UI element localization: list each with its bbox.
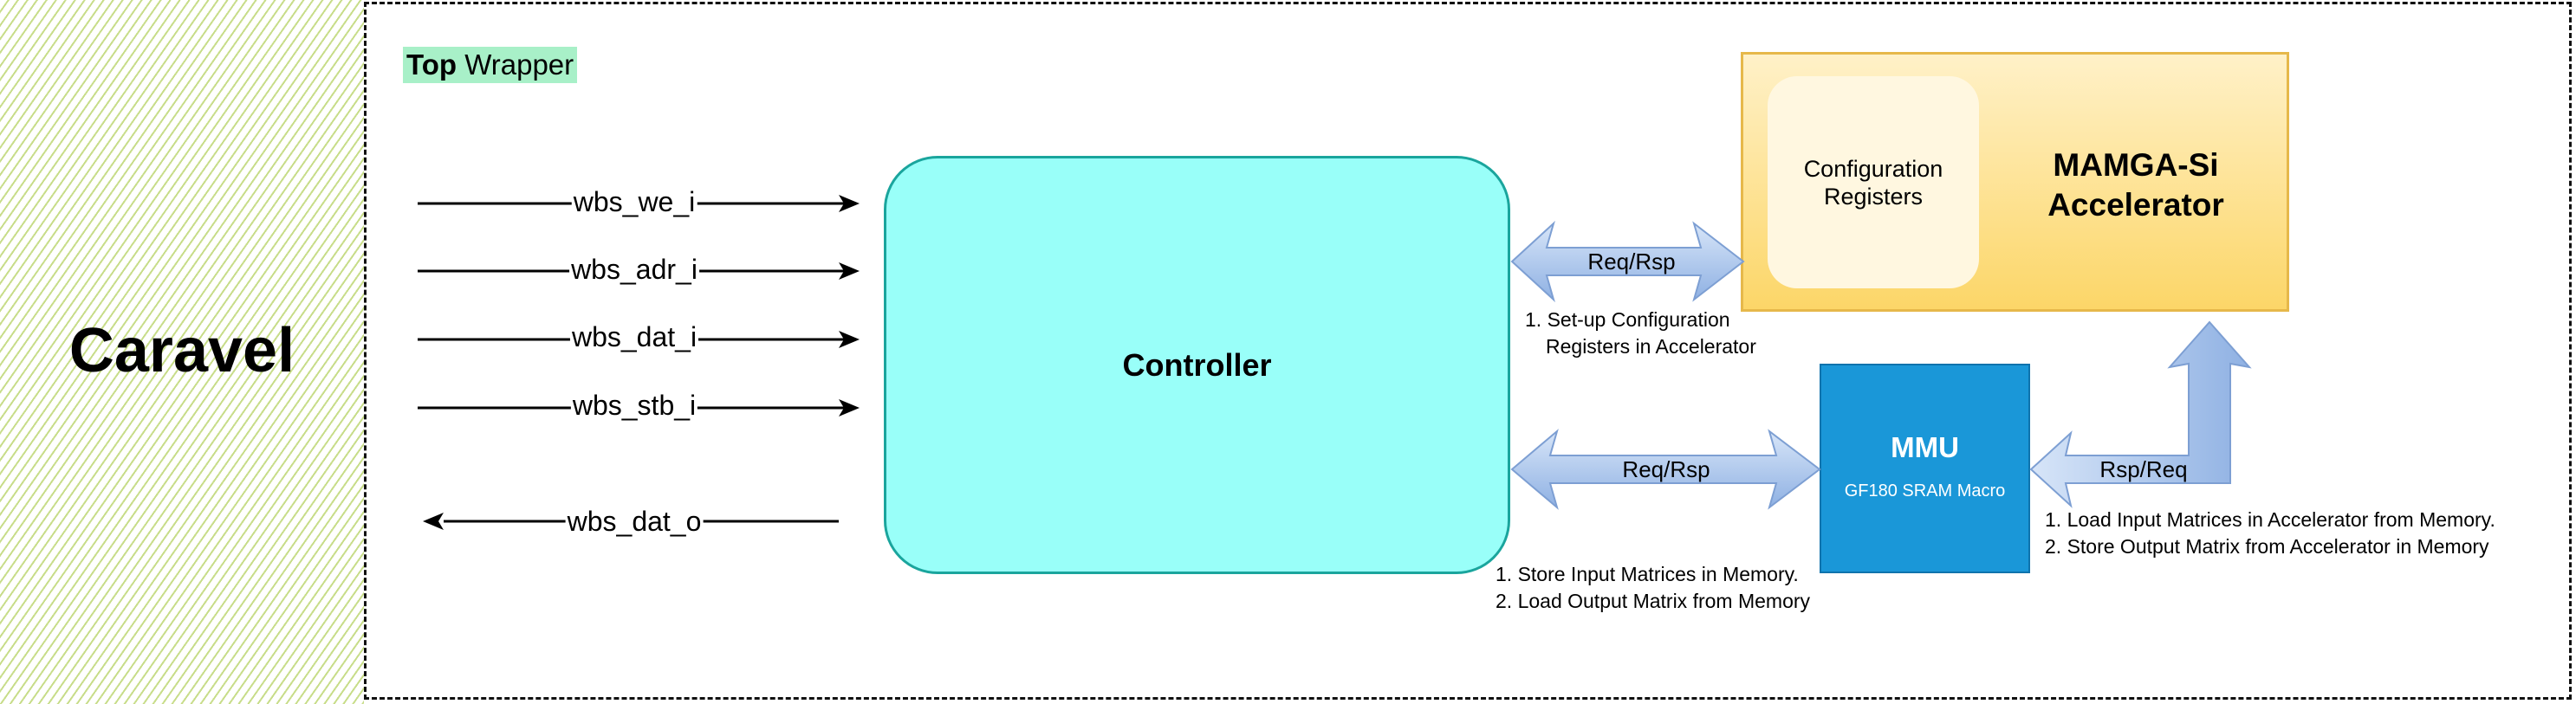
ctrl-accel-link-label: Req/Rsp [1587,249,1676,274]
signal-label-wbs-adr-i: wbs_adr_i [569,252,699,287]
mmu-accel-note: 1. Load Input Matrices in Accelerator fr… [2045,507,2495,560]
mmu-accel-note-line1: 1. Load Input Matrices in Accelerator fr… [2045,508,2495,531]
ctrl-mmu-note-line2: 2. Load Output Matrix from Memory [1496,590,1811,612]
top-wrapper-label: Top Wrapper [403,47,578,83]
top-wrapper-label-rest: Wrapper [457,48,574,81]
signal-label-wbs-stb-i: wbs_stb_i [570,388,698,423]
mmu-subtitle: GF180 SRAM Macro [1844,481,2006,501]
wbs-dat-o-arrowhead-icon [423,513,444,530]
accelerator-title-line2: Accelerator [2047,187,2224,223]
ctrl-mmu-block-arrow [1510,429,1821,510]
ctrl-mmu-link-label: Req/Rsp [1622,456,1710,482]
wbs-adr-i-arrowhead-icon [839,262,860,280]
caravel-panel [0,0,364,704]
mmu-accel-note-line2: 2. Store Output Matrix from Accelerator … [2045,535,2489,558]
mmu-accel-block-arrow [2029,320,2252,508]
signal-label-wbs-we-i: wbs_we_i [571,184,698,219]
top-wrapper-label-bold: Top [406,48,457,81]
mmu-block [1820,364,2030,573]
top-wrapper-frame [364,2,2572,700]
caravel-title: Caravel [68,316,295,385]
ctrl-accel-block-arrow [1510,220,1745,303]
wbs-dat-i-arrowhead-icon [839,331,860,348]
controller-label: Controller [1122,346,1272,383]
signal-label-wbs-dat-o: wbs_dat_o [565,504,704,539]
ctrl-accel-note-line2: Registers in Accelerator [1546,335,1756,358]
accelerator-title-line1: MAMGA-Si [2053,147,2219,183]
signal-label-wbs-dat-i: wbs_dat_i [569,320,699,354]
config-registers-line1: Configuration [1803,155,1943,182]
config-registers-line2: Registers [1823,183,1924,210]
ctrl-accel-note: 1. Set-up Configuration Registers in Acc… [1525,307,1756,360]
controller-block: Controller [884,156,1510,574]
mmu-title: MMU [1891,431,1959,463]
wbs-we-i-arrowhead-icon [839,195,860,212]
ctrl-accel-note-line1: 1. Set-up Configuration [1525,308,1730,331]
wbs-stb-i-arrowhead-icon [839,399,860,417]
ctrl-mmu-note: 1. Store Input Matrices in Memory. 2. Lo… [1496,561,1810,615]
ctrl-mmu-note-line1: 1. Store Input Matrices in Memory. [1496,563,1799,585]
mmu-accel-link-label: Rsp/Req [2099,456,2188,482]
